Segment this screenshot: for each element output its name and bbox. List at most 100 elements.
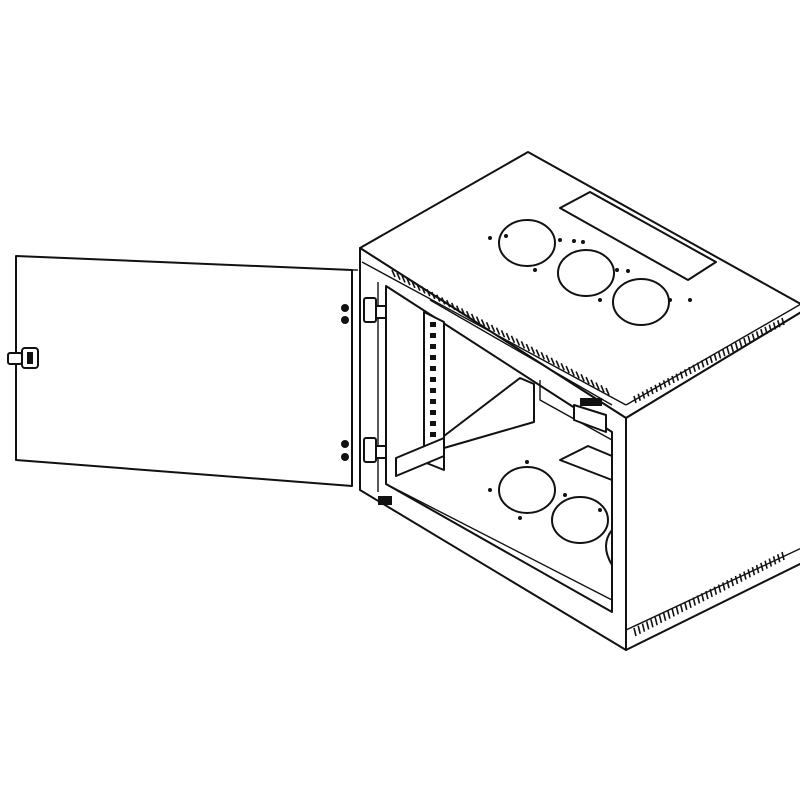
- vent-slot: [764, 326, 768, 335]
- vent-slot: [688, 366, 692, 375]
- cabinet-body: [359, 151, 800, 651]
- side-top-vents: [633, 317, 785, 404]
- vent-slot: [692, 364, 696, 373]
- vent-slot: [520, 341, 526, 349]
- vent-slot: [734, 575, 739, 585]
- vent-slot: [465, 310, 471, 319]
- vent-slot: [530, 346, 536, 355]
- vent-slot: [764, 560, 768, 569]
- vent-slot: [675, 606, 680, 615]
- vent-slot: [480, 319, 486, 327]
- vent-slot: [726, 580, 730, 589]
- vent-slot: [709, 355, 713, 364]
- upper-hinge-icon: [363, 297, 387, 323]
- side-bracket: [573, 404, 607, 433]
- vent-slot: [671, 375, 675, 384]
- front-bottom-edge: [385, 483, 613, 601]
- screw-dot: [488, 236, 492, 240]
- screw-dot: [525, 460, 529, 464]
- screw-dot: [598, 508, 602, 512]
- vent-slot: [650, 619, 654, 628]
- hinge-screw-icon: [341, 316, 349, 324]
- vent-slot: [667, 610, 671, 619]
- vent-slot: [768, 558, 773, 567]
- vent-slot: [726, 346, 730, 355]
- rail-hole: [430, 366, 436, 371]
- rail-hole: [430, 333, 436, 338]
- vent-slot: [717, 351, 722, 359]
- vent-slot: [595, 382, 600, 390]
- screw-dot: [581, 240, 585, 244]
- top-cable-entry-icon: [557, 249, 615, 297]
- vent-slot: [391, 269, 396, 278]
- lower-hinge-icon: [363, 437, 387, 463]
- vent-slot: [755, 564, 760, 574]
- vent-slot: [590, 379, 595, 388]
- front-top-vents: [391, 269, 610, 396]
- screw-dot: [504, 234, 508, 238]
- vent-slot: [565, 365, 570, 374]
- screw-dot: [533, 268, 537, 272]
- vent-slot: [667, 377, 671, 386]
- vent-slot: [709, 588, 713, 598]
- vent-slot: [772, 556, 777, 565]
- vent-slot: [760, 328, 764, 337]
- vent-slot: [490, 324, 496, 333]
- lower-rail: [395, 437, 445, 477]
- vent-slot: [768, 324, 773, 332]
- bottom-cable-entry-icon: [605, 529, 613, 566]
- vent-slot: [436, 294, 441, 303]
- top-cover-plate: [559, 191, 717, 281]
- vent-slot: [654, 616, 658, 626]
- vent-slot: [696, 595, 701, 604]
- vent-slot: [781, 317, 785, 326]
- vent-slot: [683, 601, 688, 611]
- vent-slot: [421, 286, 426, 294]
- vent-slot: [560, 362, 565, 371]
- vent-slot: [540, 352, 546, 360]
- vent-slot: [426, 288, 431, 297]
- bottom-cable-entry-icon: [498, 466, 556, 514]
- vent-slot: [700, 360, 705, 368]
- vent-slot: [555, 360, 560, 368]
- vent-slot: [575, 371, 580, 379]
- rail-hole: [430, 410, 436, 415]
- rail-hole: [430, 421, 436, 426]
- vent-slot: [743, 337, 747, 346]
- vent-slot: [700, 593, 705, 602]
- screw-dot: [563, 493, 567, 497]
- vent-slot: [747, 335, 751, 344]
- vent-slot: [722, 582, 726, 591]
- vent-slot: [495, 327, 501, 335]
- vent-slot: [515, 338, 521, 346]
- vent-slot: [747, 569, 751, 578]
- vent-slot: [751, 333, 756, 341]
- screw-dot: [688, 298, 692, 302]
- top-cable-entry-icon: [498, 219, 556, 267]
- screw-dot: [572, 239, 576, 243]
- vent-slot: [580, 373, 585, 382]
- interior-back-shelf: [539, 380, 613, 441]
- rail-hole: [430, 388, 436, 393]
- vent-slot: [431, 291, 436, 300]
- cabinet-door[interactable]: [7, 255, 358, 487]
- vent-slot: [505, 332, 511, 341]
- vent-slot: [401, 275, 406, 283]
- rail-hole: [430, 344, 436, 349]
- rear-rail: [443, 377, 535, 449]
- vent-slot: [525, 343, 531, 352]
- vent-slot: [641, 391, 646, 399]
- vent-slot: [500, 330, 506, 338]
- vent-slot: [641, 623, 646, 632]
- door-panel: [15, 255, 353, 487]
- vent-slot: [475, 316, 481, 324]
- vent-slot: [650, 386, 654, 395]
- vent-slot: [645, 621, 650, 630]
- vent-slot: [730, 577, 735, 587]
- vent-slot: [535, 349, 541, 357]
- vent-slot: [460, 308, 466, 316]
- rail-hole: [430, 432, 436, 437]
- door-lock-icon[interactable]: [7, 347, 39, 369]
- vent-slot: [662, 380, 667, 388]
- vent-slot: [688, 599, 692, 608]
